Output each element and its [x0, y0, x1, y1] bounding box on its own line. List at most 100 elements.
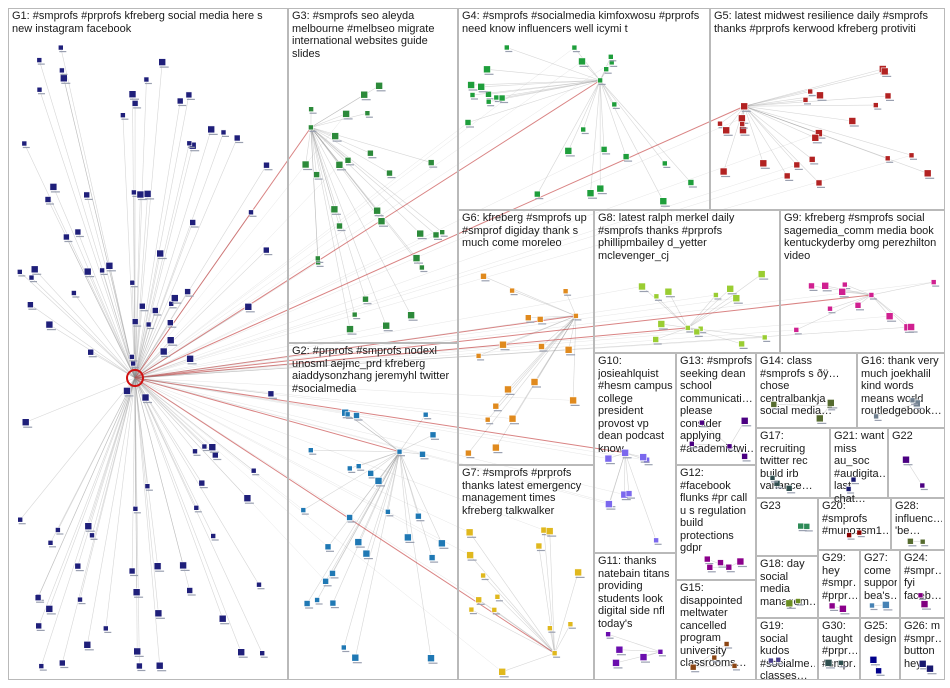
edge-g1 — [134, 129, 212, 379]
edge-g3 — [310, 127, 421, 234]
node-g25 — [869, 655, 878, 664]
edge-g1 — [87, 271, 136, 379]
edge-g1 — [134, 377, 138, 652]
edge-g1 — [105, 377, 136, 629]
group-box-g28: G28: influenc… 'be… — [891, 498, 945, 550]
edge-g1 — [31, 277, 136, 379]
node-g1 — [131, 100, 139, 107]
node-g1 — [128, 567, 136, 575]
edge-g3 — [310, 127, 382, 222]
group-label-g13: G13: #smprofs seeking dean school commun… — [680, 355, 753, 455]
edge-g1 — [122, 115, 136, 379]
node-g6 — [499, 340, 507, 349]
edge-g1 — [61, 70, 136, 379]
node-g4 — [469, 92, 476, 98]
edge-g1 — [63, 78, 136, 379]
node-g1 — [63, 233, 70, 241]
node-g9 — [821, 281, 830, 290]
edge-g7 — [482, 575, 555, 654]
node-g19 — [768, 657, 774, 664]
node-g2 — [329, 599, 337, 607]
node-g2 — [374, 477, 383, 485]
edge-g2 — [399, 451, 409, 538]
edge-inter-group — [134, 377, 513, 419]
node-g1 — [27, 301, 34, 309]
node-g2 — [396, 448, 403, 455]
edge-g2 — [325, 451, 400, 582]
group-label-g15: G15: disappointed meltwater cancelled pr… — [680, 582, 747, 669]
edge-g1 — [134, 377, 196, 452]
edge-inter-group — [134, 281, 934, 379]
node-g3 — [313, 171, 320, 178]
node-g2 — [340, 644, 347, 651]
node-g28 — [919, 538, 926, 545]
edge-g13 — [729, 420, 745, 447]
node-g6 — [562, 288, 569, 295]
group-label-g27: G27: come support bea's… — [864, 552, 897, 602]
node-g6 — [509, 287, 515, 294]
node-g5 — [717, 120, 723, 127]
node-g26 — [918, 659, 927, 668]
node-g16 — [909, 397, 916, 404]
node-g4 — [503, 44, 510, 51]
node-g2 — [404, 533, 412, 542]
node-g5 — [848, 117, 857, 125]
edge-g9 — [842, 291, 872, 296]
node-g1 — [192, 448, 198, 455]
edge-g2 — [387, 451, 400, 512]
node-g7 — [491, 607, 498, 613]
edge-g10 — [624, 452, 626, 495]
node-g1 — [218, 614, 227, 623]
node-g1 — [141, 393, 150, 402]
node-g1 — [21, 140, 28, 147]
node-g4 — [467, 81, 475, 89]
node-g30 — [824, 659, 833, 667]
edge-inter-group — [134, 377, 471, 556]
node-g15 — [731, 663, 738, 669]
node-g5 — [808, 156, 816, 163]
edge-g1 — [50, 377, 136, 543]
node-g5 — [722, 126, 731, 135]
edge-inter-group — [134, 234, 437, 379]
node-g1 — [132, 588, 141, 597]
node-g6 — [530, 378, 539, 386]
node-g9 — [827, 305, 833, 312]
node-g24 — [917, 592, 924, 599]
edge-inter-group — [134, 377, 609, 505]
group-label-g20: G20: #smprofs #munozsm1… — [822, 500, 888, 537]
edge-g5 — [744, 105, 820, 134]
group-label-g2: G2: #prprofs #smprofs nodexl unosml aejm… — [292, 345, 453, 395]
edge-g1 — [86, 194, 136, 379]
edge-inter-group — [134, 377, 470, 533]
edge-g7 — [502, 652, 555, 673]
edge-g7 — [554, 624, 571, 654]
node-g3 — [419, 264, 425, 271]
edge-g1 — [134, 377, 263, 654]
node-g4 — [580, 126, 587, 133]
group-box-g15: G15: disappointed meltwater cancelled pr… — [676, 580, 756, 680]
node-g4 — [485, 91, 492, 98]
edge-g1 — [134, 351, 164, 379]
node-g2 — [307, 447, 314, 454]
edge-g2 — [399, 414, 426, 452]
node-g1 — [198, 479, 206, 487]
node-g5 — [811, 134, 820, 142]
node-g9 — [838, 287, 847, 296]
edge-g2 — [399, 451, 433, 558]
edge-g1 — [134, 377, 190, 591]
edge-g6 — [507, 315, 577, 390]
edge-g1 — [134, 377, 159, 614]
node-g1 — [83, 267, 92, 276]
edge-g6 — [483, 276, 577, 317]
edge-inter-group — [134, 349, 569, 379]
node-g4 — [533, 190, 541, 198]
node-g1 — [128, 90, 137, 98]
edge-g1 — [24, 143, 136, 379]
node-g1 — [201, 443, 208, 450]
group-box-g8: G8: latest ralph merkel daily #smprofs t… — [594, 210, 780, 353]
edge-g1 — [40, 377, 136, 667]
edge-g7 — [478, 599, 555, 654]
node-g17 — [773, 480, 781, 487]
node-g10 — [604, 454, 613, 463]
group-box-g22: G22 — [888, 428, 945, 498]
